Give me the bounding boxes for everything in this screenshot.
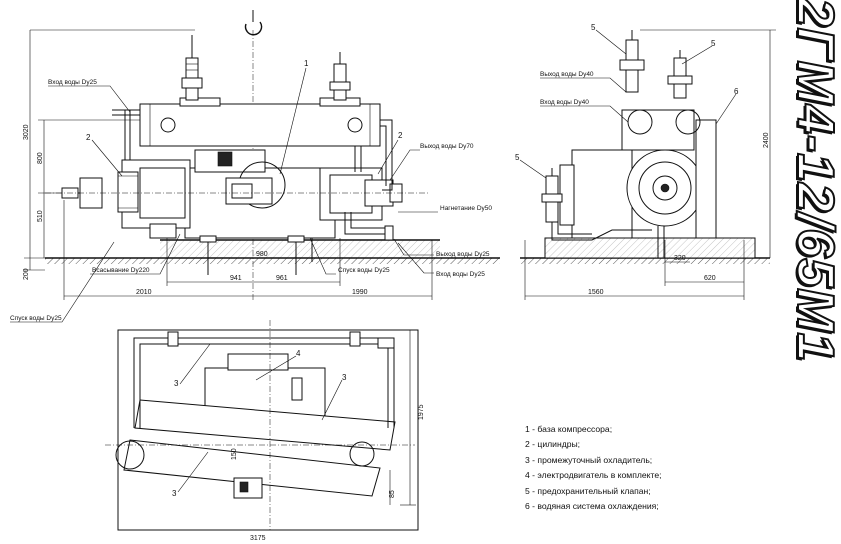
label-1: 1 — [304, 59, 309, 68]
label-6: 6 — [734, 87, 739, 96]
label-3-top-c: 3 — [342, 373, 347, 382]
callout-water-out-dy25: Выход воды Dy25 — [436, 251, 490, 258]
label-3-top-a: 3 — [174, 379, 179, 388]
front-view: 3020 800 510 200 980 941 961 2010 1990 — [10, 10, 500, 323]
dim-2400: 2400 — [763, 132, 770, 148]
legend-item: 3 - промежуточный охладитель; — [525, 454, 653, 465]
callout-water-in-dy25-top: Вход воды Dy25 — [48, 79, 97, 86]
safety-valve-left-icon — [181, 35, 203, 101]
dim-3175: 3175 — [250, 535, 266, 542]
dim-800: 800 — [37, 152, 44, 164]
dim-1560: 1560 — [588, 289, 604, 296]
dim-85: 85 — [389, 490, 396, 498]
legend-item: 2 - цилиндры; — [525, 439, 581, 450]
callout-suction-dy220: Всасывание Dy220 — [92, 267, 150, 274]
dim-150: 150 — [231, 448, 238, 460]
front-callout-leaders — [10, 67, 438, 323]
callout-water-out-dy70: Выход воды Dy70 — [420, 143, 474, 150]
label-2-left: 2 — [86, 133, 91, 142]
label-2-right: 2 — [398, 131, 403, 140]
safety-valve-right-icon — [329, 52, 351, 101]
dim-2010: 2010 — [136, 289, 152, 296]
label-5-side-left: 5 — [515, 153, 520, 162]
legend-item: 6 - водяная система охлаждения; — [525, 501, 659, 512]
label-3-top-b: 3 — [172, 489, 177, 498]
top-view: 3175 1975 85 150 3 3 3 4 — [105, 320, 425, 542]
callout-water-in-dy40: Вход воды Dy40 — [540, 99, 589, 106]
dim-961: 961 — [276, 275, 288, 282]
dim-1990: 1990 — [352, 289, 368, 296]
dim-320: 320 — [674, 255, 686, 262]
legend-item: 4 - электродвигатель в комплекте; — [525, 470, 662, 481]
dim-941: 941 — [230, 275, 242, 282]
model-title: 2ГМ4-12/65М1 — [785, 0, 841, 363]
label-5-side-right: 5 — [711, 39, 716, 48]
dim-200: 200 — [23, 268, 30, 280]
callout-water-drain-dy25-center: Спуск воды Dy25 — [338, 267, 390, 274]
callout-water-out-dy40: Выход воды Dy40 — [540, 71, 594, 78]
side-view: 2400 320 620 1560 Выход воды Dy40 Вход в… — [515, 23, 776, 300]
dim-510: 510 — [37, 210, 44, 222]
front-horizontal-dims — [63, 200, 433, 300]
callout-discharge-dy50: Нагнетание Dy50 — [440, 205, 492, 212]
side-safety-valve-low-icon — [541, 168, 563, 223]
callout-water-in-dy25-bottom: Вход воды Dy25 — [436, 271, 485, 278]
top-intercooler — [134, 399, 396, 451]
dim-3020: 3020 — [23, 124, 30, 140]
front-vertical-dims — [24, 29, 195, 271]
legend: 1 - база компрессора; 2 - цилиндры; 3 - … — [525, 422, 785, 514]
label-5-side-top: 5 — [591, 23, 596, 32]
dim-620: 620 — [704, 275, 716, 282]
label-4: 4 — [296, 349, 301, 358]
intercooler — [139, 103, 381, 147]
side-safety-valve-left-icon — [619, 30, 645, 93]
side-safety-valve-right-icon — [667, 50, 693, 99]
side-motor — [571, 149, 633, 239]
legend-item: 1 - база компрессора; — [525, 424, 613, 434]
callout-water-drain-dy25-left: Спуск воды Dy25 — [10, 315, 62, 322]
model-title-text: 2ГМ4-12/65М1 — [785, 0, 841, 363]
legend-item: 5 - предохранительный клапан; — [525, 485, 651, 496]
dim-1975: 1975 — [418, 404, 425, 420]
dim-980: 980 — [256, 251, 268, 258]
